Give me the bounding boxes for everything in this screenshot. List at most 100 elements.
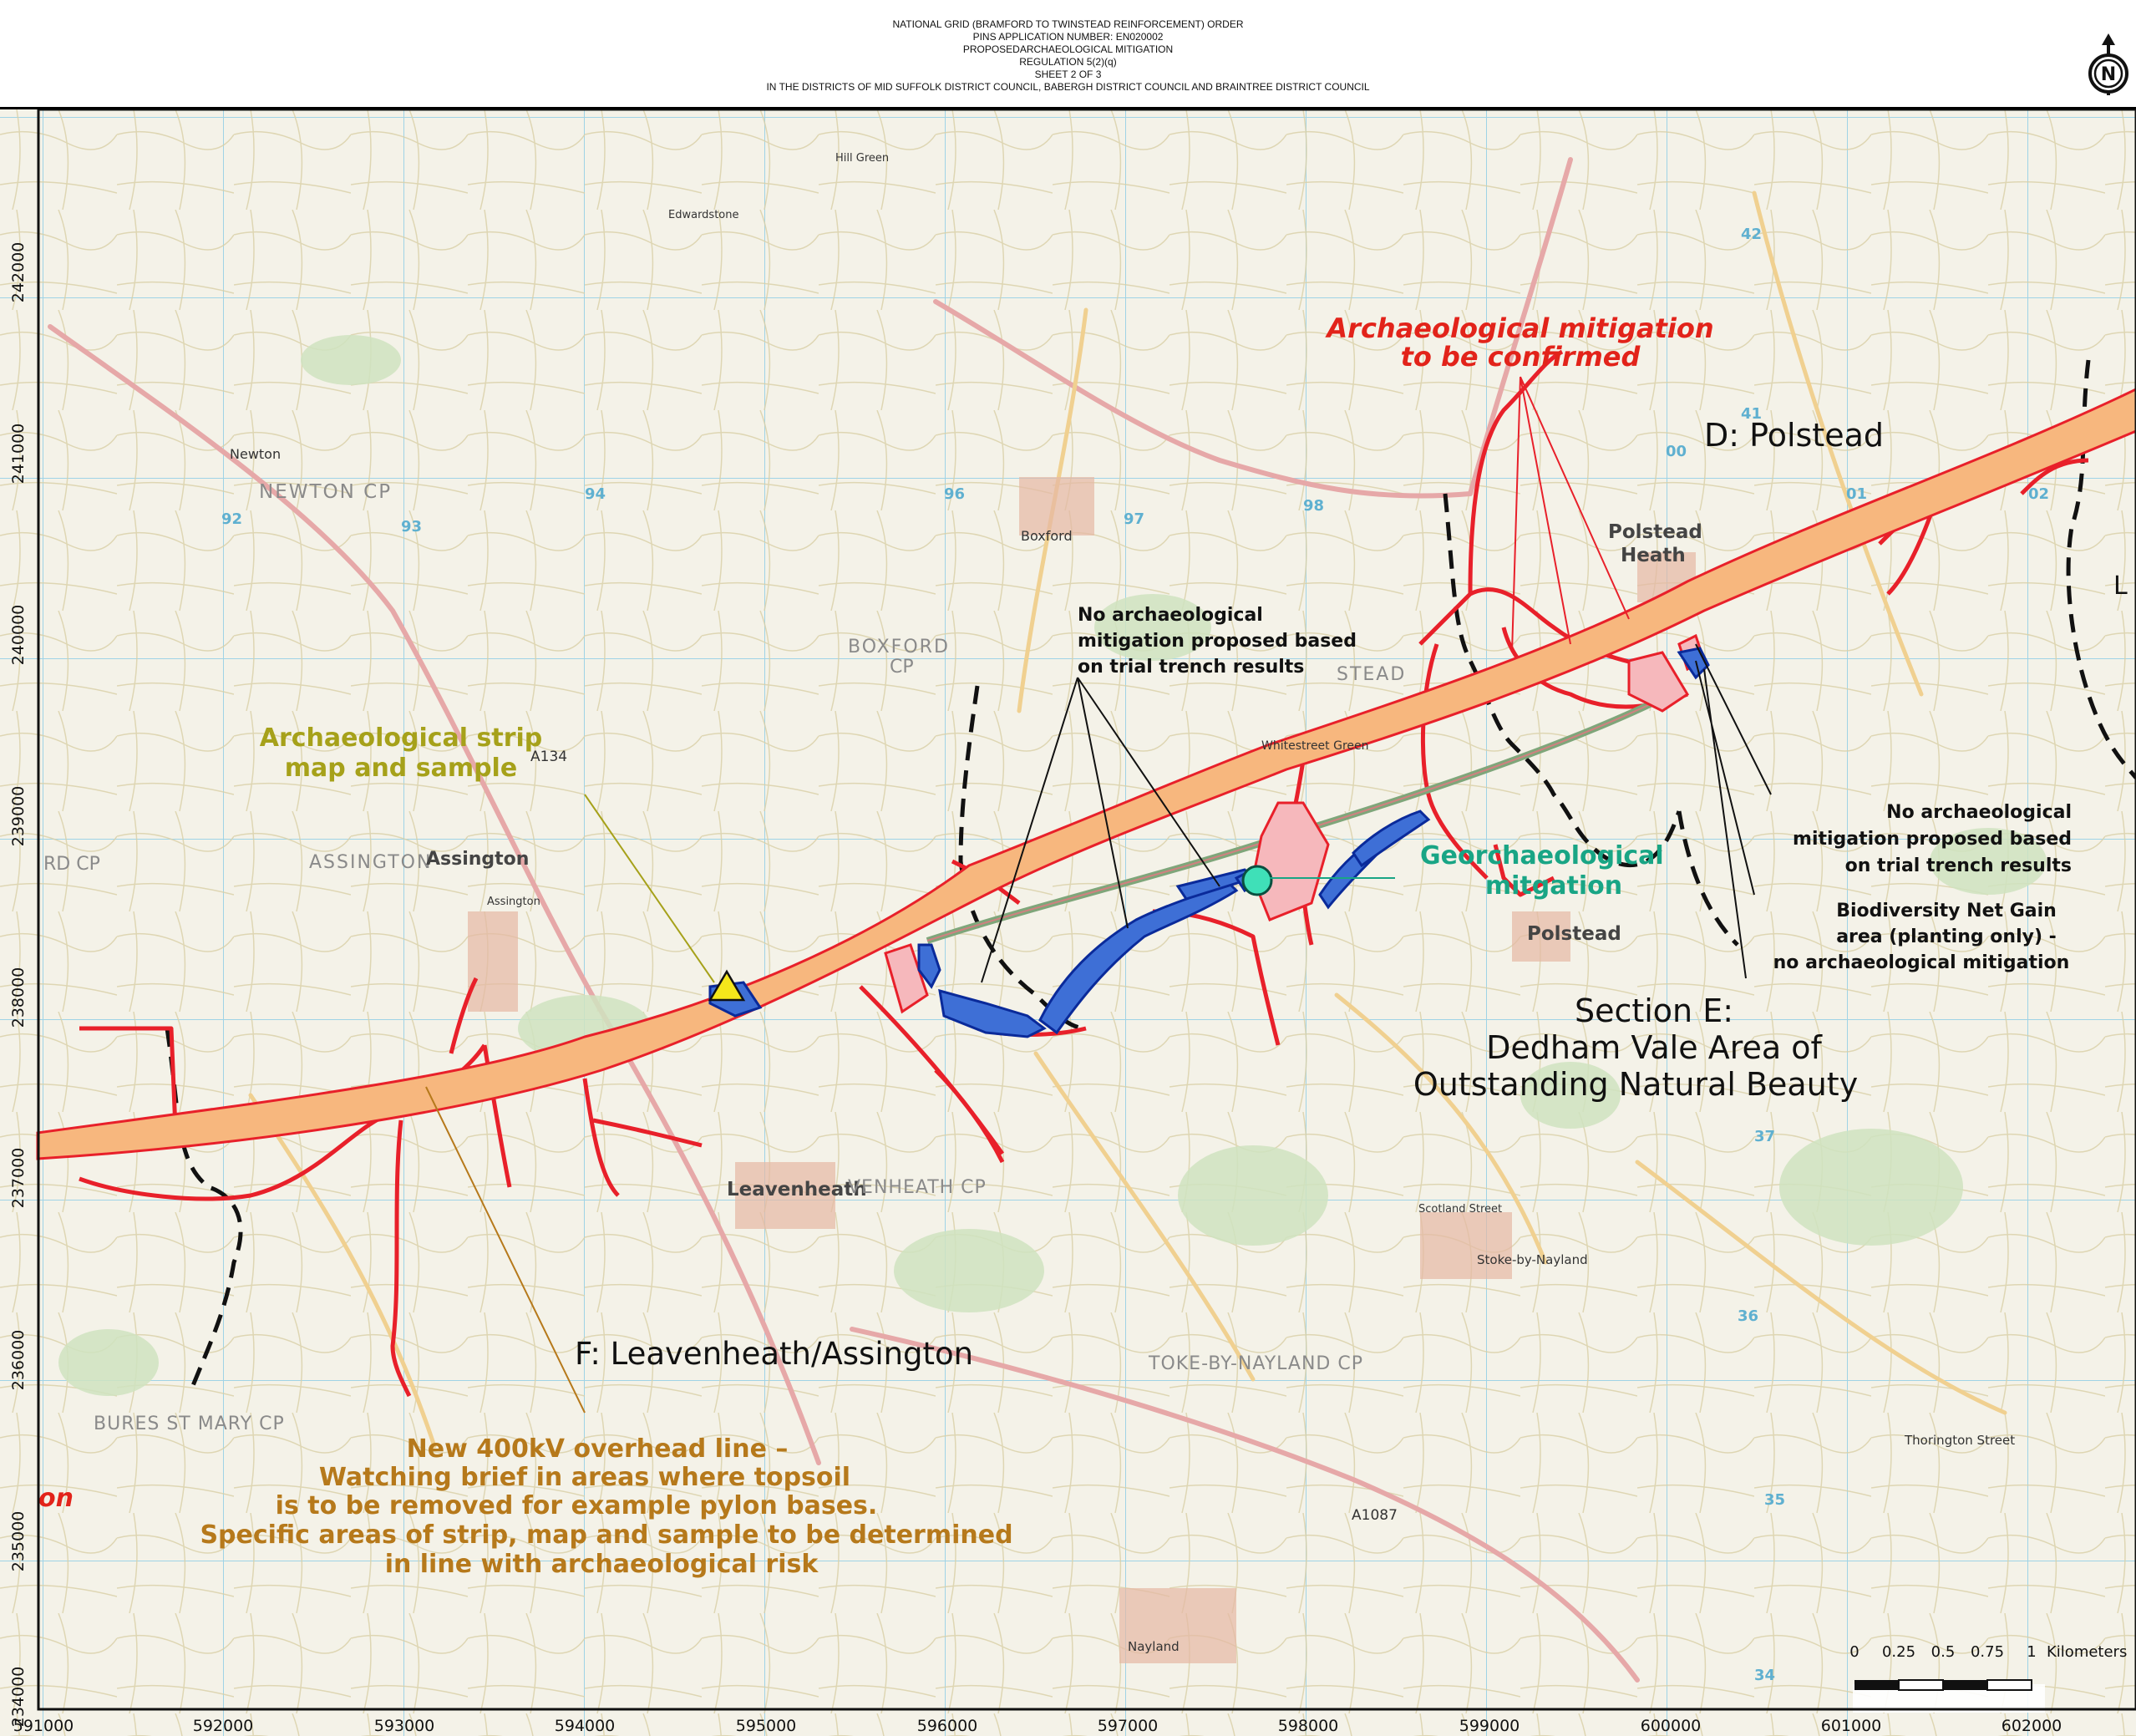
grid-square-numbers: 92 93 94 96 97 98 00 01 02 41 42 36 37 3… <box>221 226 2049 1684</box>
x-tick-label: 599000 <box>1459 1717 1520 1735</box>
place-stead: STEAD <box>1337 664 1406 685</box>
label-ohl-1: New 400kV overhead line – <box>407 1434 789 1464</box>
title-line-order: NATIONAL GRID (BRAMFORD TO TWINSTEAD REI… <box>892 18 1244 30</box>
x-tick-label: 591000 <box>13 1717 74 1735</box>
leader-lines <box>425 376 1772 1414</box>
title-line-subject: PROPOSEDARCHAEOLOGICAL MITIGATION <box>962 43 1174 55</box>
x-tick-label: 595000 <box>736 1717 797 1735</box>
road-a134: A134 <box>530 749 567 765</box>
place-boxford-cp: BOXFORD <box>848 637 950 657</box>
label-left-edge-fragment: on <box>38 1484 74 1513</box>
place-thorington-street: Thorington Street <box>1904 1433 2015 1448</box>
label-arch-confirm-2: to be confirmed <box>1401 341 1641 373</box>
y-tick-label: 237000 <box>9 1148 28 1209</box>
grid-number: 93 <box>401 518 422 536</box>
y-tick-label: 235000 <box>9 1511 28 1572</box>
place-polstead: Polstead <box>1527 923 1621 945</box>
place-stoke-cp: TOKE-BY-NAYLAND CP <box>1148 1353 1363 1374</box>
place-assington: Assington <box>426 849 529 870</box>
label-ohl-2: Watching brief in areas where topsoil <box>319 1463 850 1492</box>
strip-map-sample-point-icon <box>708 969 746 1002</box>
road-a1087: A1087 <box>1352 1507 1398 1524</box>
label-no-arch-left-1: No archaeological <box>1078 605 1263 626</box>
place-boxford: Boxford <box>1021 528 1073 544</box>
sealing-end-compounds <box>884 633 1706 1014</box>
scale-segment <box>1898 1679 1944 1691</box>
y-tick-label: 238000 <box>9 967 28 1028</box>
label-section-e-2: Dedham Vale Area of <box>1486 1029 1823 1066</box>
place-whitestreet-green: Whitestreet Green <box>1261 739 1369 753</box>
y-tick-label: 234000 <box>9 1667 28 1728</box>
title-line-districts: IN THE DISTRICTS OF MID SUFFOLK DISTRICT… <box>766 81 1370 93</box>
label-strip-2: map and sample <box>285 754 517 783</box>
label-arch-confirm-1: Archaeological mitigation <box>1324 312 1713 344</box>
road-network <box>48 157 2007 1683</box>
grid-number: 92 <box>221 510 242 528</box>
scale-label: 0 <box>1849 1643 1859 1661</box>
geoarchaeological-areas <box>708 647 1710 1038</box>
place-assington-cp: ASSINGTON <box>309 852 432 873</box>
x-axis-labels: 591000 592000 593000 594000 595000 59600… <box>13 1717 2062 1735</box>
label-no-arch-left-2: mitigation proposed based <box>1078 631 1357 652</box>
scale-segment <box>1854 1680 1899 1690</box>
label-ohl-5: in line with archaeological risk <box>385 1550 819 1579</box>
grid-number: 02 <box>2028 485 2049 503</box>
grid-number: 37 <box>1754 1128 1775 1145</box>
map-frame: 92 93 94 96 97 98 00 01 02 41 42 36 37 3… <box>0 108 2136 1736</box>
grid-number: 97 <box>1124 510 1144 528</box>
geoarchaeological-point-icon <box>1241 865 1273 896</box>
place-rd-cp: RD CP <box>43 854 100 875</box>
map-neatline <box>37 108 2136 1711</box>
mitigation-annotations: Archaeological mitigation to be confirme… <box>38 312 2128 1579</box>
label-bng-2: area (planting only) - <box>1836 926 2057 947</box>
title-line-regulation: REGULATION 5(2)(q) <box>1019 56 1117 68</box>
grid-number: 36 <box>1738 1307 1758 1325</box>
north-letter: N <box>2101 64 2116 85</box>
map-canvas: 92 93 94 96 97 98 00 01 02 41 42 36 37 3… <box>0 108 2136 1736</box>
scale-segment <box>1986 1679 2032 1691</box>
title-lines: NATIONAL GRID (BRAMFORD TO TWINSTEAD REI… <box>0 18 2136 94</box>
x-tick-label: 602000 <box>2002 1717 2062 1735</box>
x-tick-label: 594000 <box>555 1717 616 1735</box>
x-tick-label: 597000 <box>1098 1717 1159 1735</box>
place-names: NEWTON CP Newton Boxford BOXFORD CP ASSI… <box>43 152 2015 1654</box>
label-ohl-3: is to be removed for example pylon bases… <box>276 1491 878 1520</box>
place-boxford-cp-suffix: CP <box>890 657 914 678</box>
x-tick-label: 596000 <box>917 1717 978 1735</box>
label-section-e-1: Section E: <box>1575 992 1733 1029</box>
x-tick-label: 592000 <box>193 1717 254 1735</box>
overhead-line-corridor <box>36 388 2136 1160</box>
x-tick-label: 593000 <box>374 1717 435 1735</box>
title-block: NATIONAL GRID (BRAMFORD TO TWINSTEAD REI… <box>0 0 2136 109</box>
x-tick-label: 598000 <box>1278 1717 1339 1735</box>
scale-unit: Kilometers <box>2047 1643 2127 1661</box>
place-polstead-heath-2: Heath <box>1621 545 1686 566</box>
place-leavenheath-cp: VENHEATH CP <box>848 1177 987 1198</box>
grid-number: 41 <box>1741 405 1762 423</box>
label-geo-2: mitgation <box>1485 871 1622 901</box>
label-section-f: F: Leavenheath/Assington <box>575 1336 973 1372</box>
label-geo-1: Georchaeological <box>1420 841 1664 871</box>
label-bng-1: Biodiversity Net Gain <box>1836 901 2057 921</box>
label-d-polstead: D: Polstead <box>1704 417 1884 454</box>
grid-number: 94 <box>585 485 606 503</box>
grid-number: 42 <box>1741 226 1762 243</box>
grid-number: 00 <box>1666 443 1687 460</box>
grid-number: 01 <box>1846 485 1867 503</box>
scale-segment <box>1943 1680 1987 1690</box>
label-ohl-4: Specific areas of strip, map and sample … <box>200 1520 1012 1550</box>
grid-number: 34 <box>1754 1667 1775 1684</box>
place-polstead-heath: Polstead <box>1608 521 1702 543</box>
label-no-arch-right-3: on trial trench results <box>1845 855 2072 876</box>
label-strip-1: Archaeological strip <box>260 723 543 753</box>
woodland-areas <box>58 335 2047 1396</box>
title-line-pins: PINS APPLICATION NUMBER: EN020002 <box>972 31 1164 43</box>
north-arrow-icon: N <box>2088 33 2128 95</box>
place-edwardstone: Edwardstone <box>668 209 739 221</box>
x-tick-label: 600000 <box>1641 1717 1702 1735</box>
label-no-arch-right-2: mitigation proposed based <box>1793 829 2072 850</box>
label-right-edge-fragment: L <box>2113 571 2128 601</box>
grid-number: 35 <box>1764 1491 1785 1509</box>
y-tick-label: 236000 <box>9 1330 28 1391</box>
x-tick-label: 601000 <box>1821 1717 1882 1735</box>
